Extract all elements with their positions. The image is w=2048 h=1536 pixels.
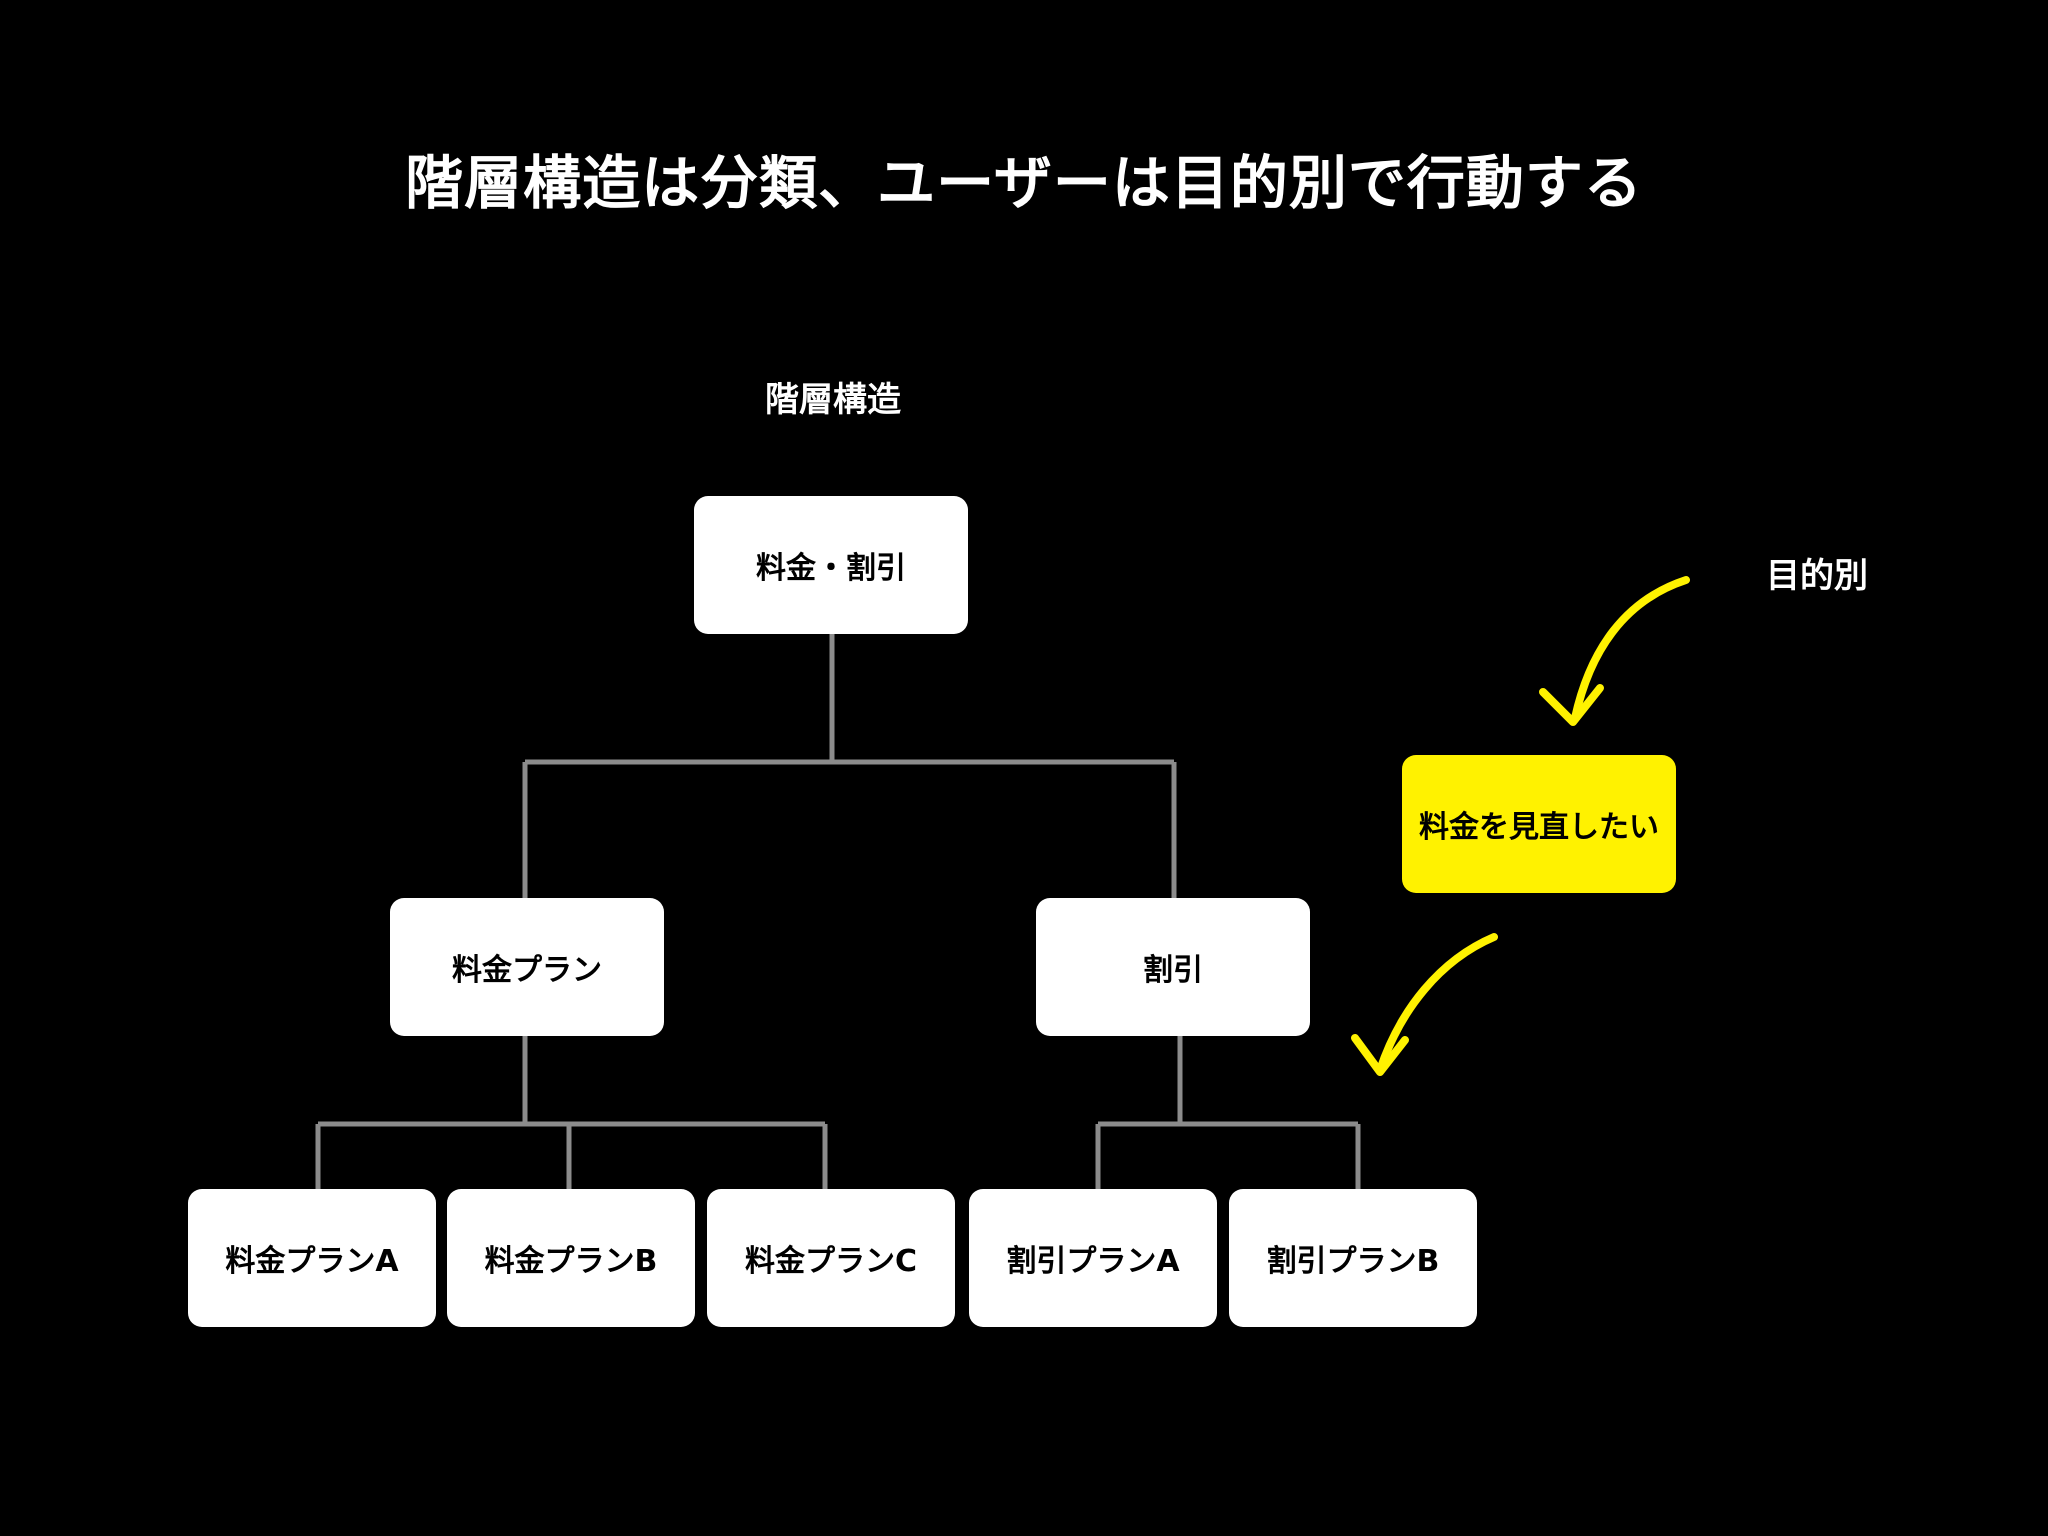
- node-root: 料金・割引: [694, 496, 968, 634]
- slide-title: 階層構造は分類、ユーザーは目的別で行動する: [405, 149, 1643, 217]
- node-plan-c: 料金プランC: [707, 1189, 955, 1327]
- hierarchy-label: 階層構造: [765, 380, 901, 420]
- node-discount-a: 割引プランA: [969, 1189, 1217, 1327]
- purpose-label: 目的別: [1766, 556, 1868, 596]
- node-discount-b: 割引プランB: [1229, 1189, 1477, 1327]
- curved-arrow-icon: [1539, 576, 1690, 726]
- node-plan-a: 料金プランA: [188, 1189, 436, 1327]
- node-plan-b: 料金プランB: [447, 1189, 695, 1327]
- node-plan: 料金プラン: [390, 898, 664, 1036]
- node-discount: 割引: [1036, 898, 1310, 1036]
- purpose-box: 料金を見直したい: [1402, 755, 1676, 893]
- curved-arrow-icon: [1351, 933, 1498, 1076]
